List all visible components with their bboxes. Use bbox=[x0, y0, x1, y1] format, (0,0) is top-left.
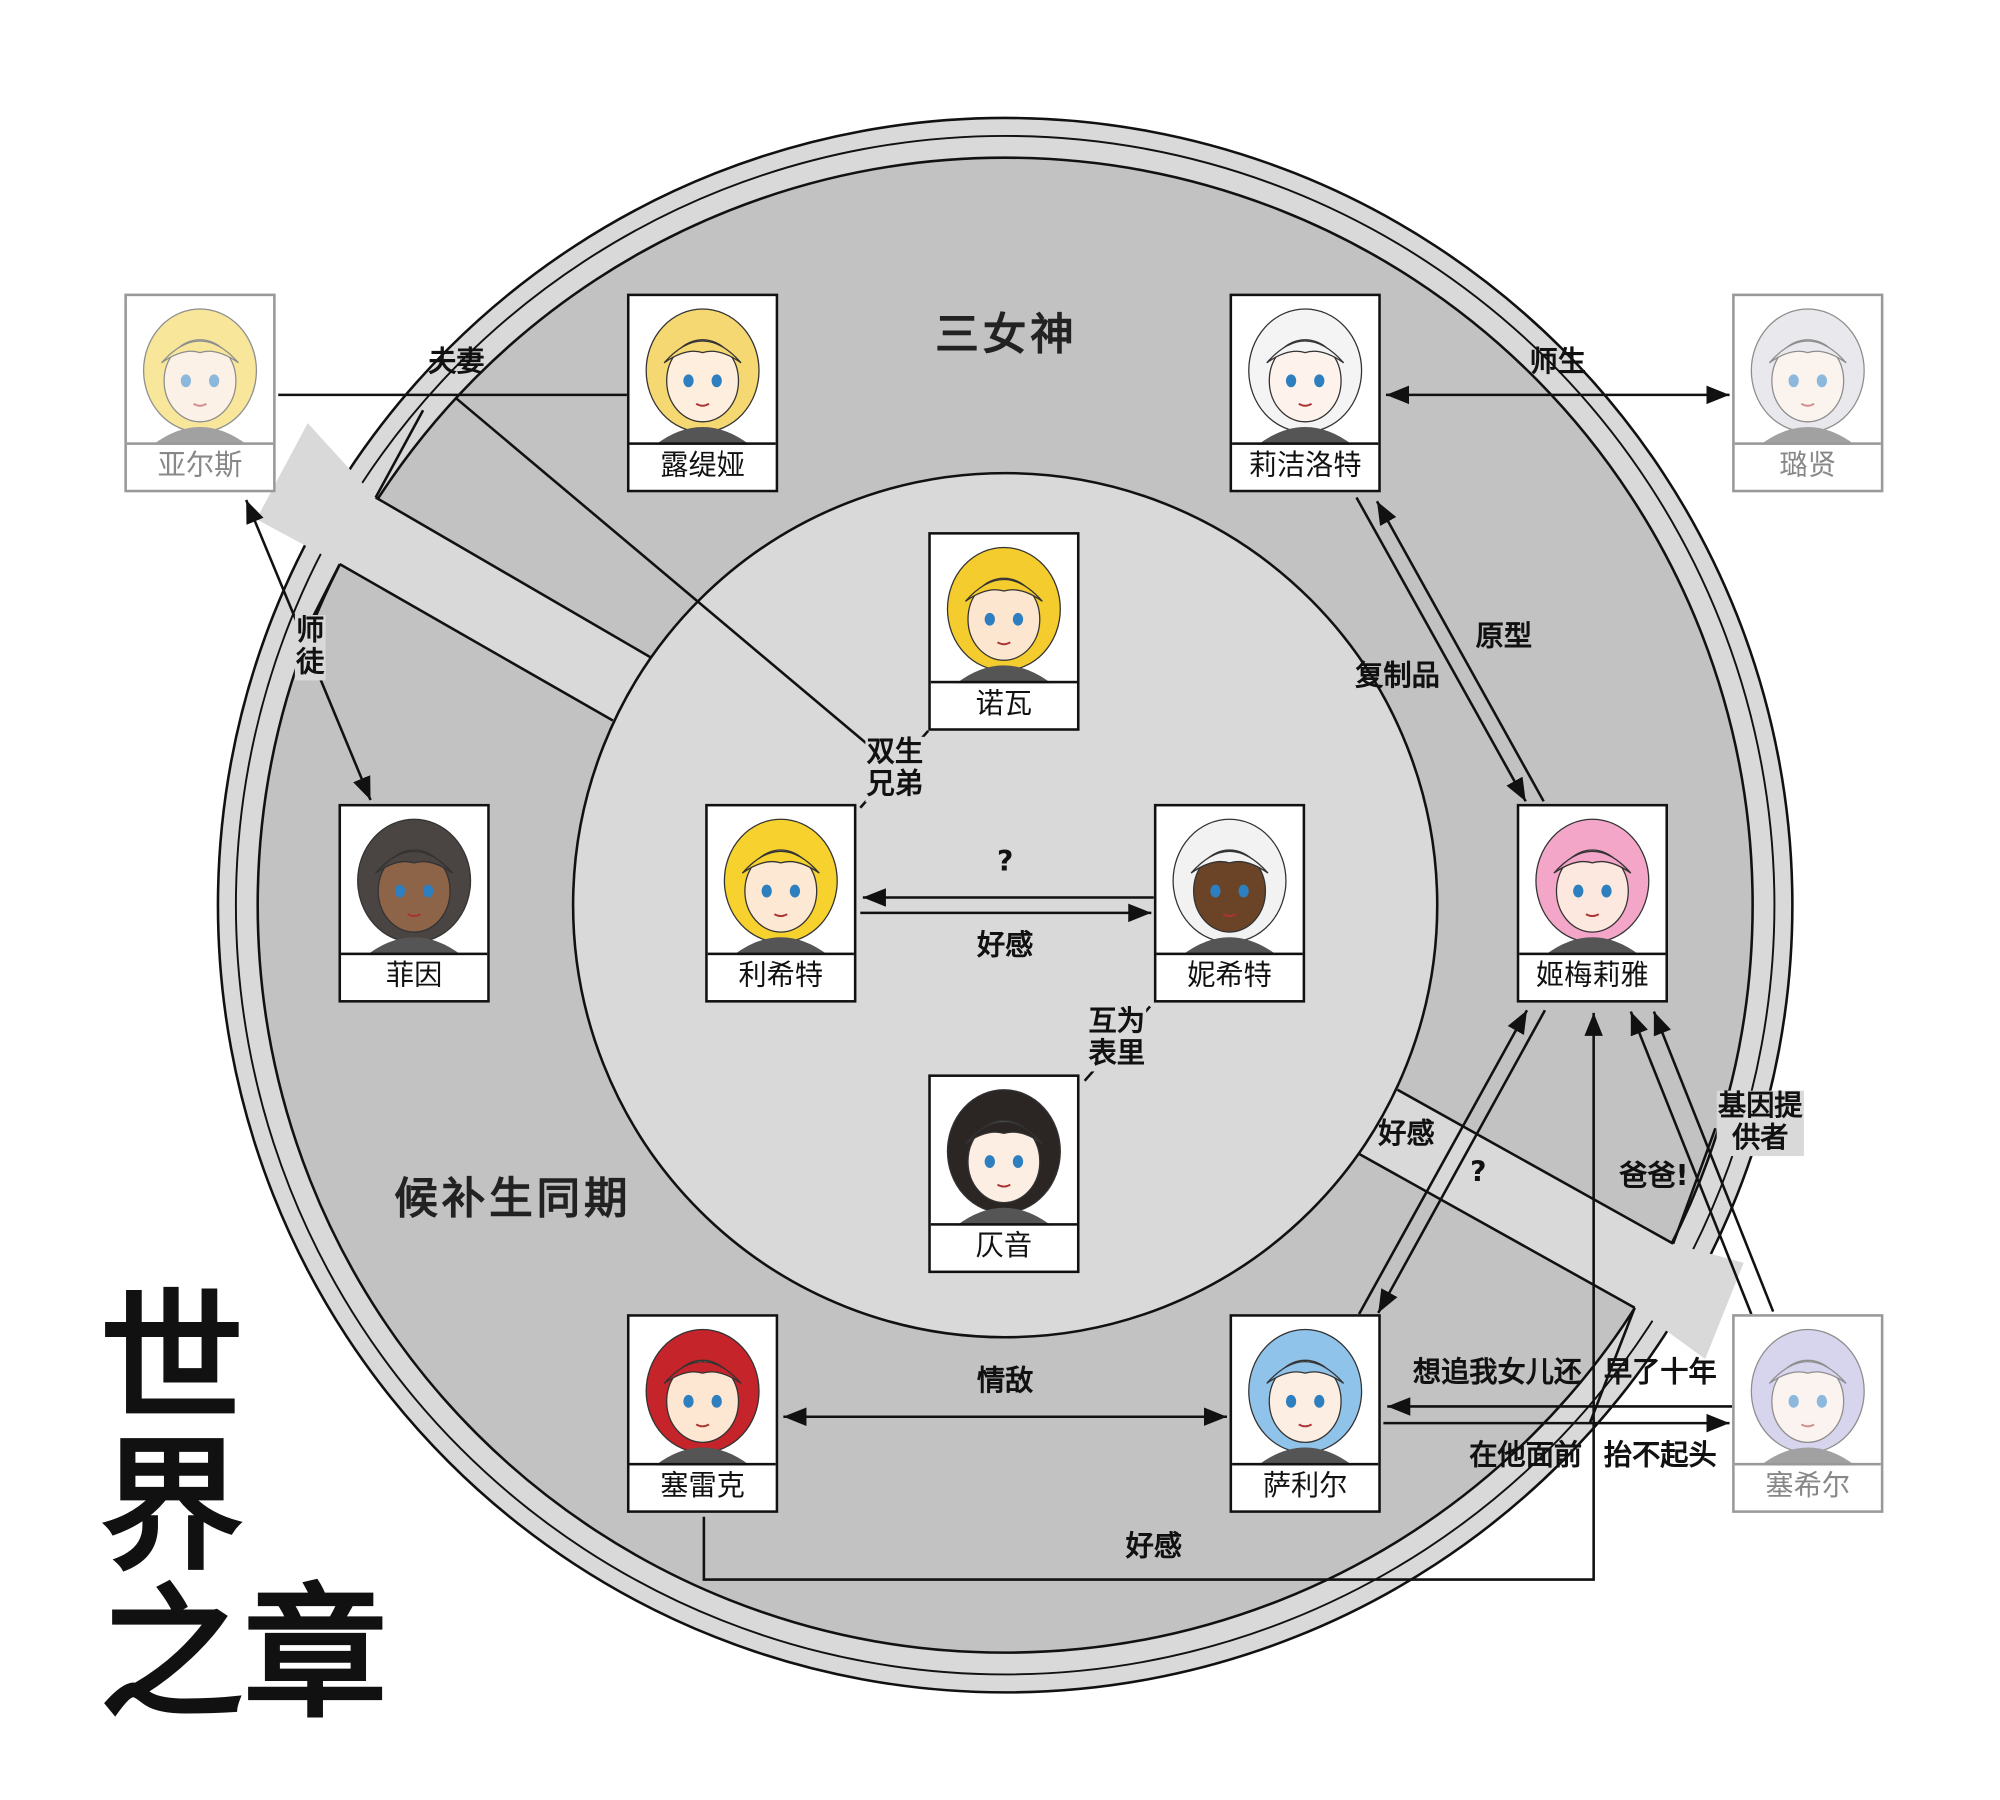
portrait-lijieluote bbox=[1232, 296, 1378, 445]
character-card-saixier: 塞希尔 bbox=[1732, 1314, 1884, 1513]
portrait-ars bbox=[127, 296, 273, 445]
character-card-zeyin: 仄音 bbox=[928, 1074, 1080, 1274]
character-name: 塞雷克 bbox=[629, 1462, 776, 1510]
portrait-saixier bbox=[1735, 1317, 1881, 1466]
portrait-nixite bbox=[1156, 806, 1302, 956]
portrait-jimeiliya bbox=[1519, 806, 1665, 956]
label-zhui-2: 早了十年 bbox=[1603, 1356, 1717, 1389]
inner-circle bbox=[571, 471, 1439, 1339]
portrait-lutia bbox=[630, 296, 776, 445]
line-yuanxing bbox=[1375, 500, 1545, 802]
character-name: 露缇娅 bbox=[629, 442, 776, 489]
label-q1: ? bbox=[996, 846, 1014, 879]
label-qingdi: 情敌 bbox=[976, 1365, 1034, 1398]
character-name: 菲因 bbox=[341, 952, 488, 1000]
character-name: 莉洁洛特 bbox=[1232, 442, 1379, 489]
portrait-salier bbox=[1232, 1317, 1378, 1466]
label-yuanxing: 原型 bbox=[1475, 620, 1533, 654]
label-shisheng: 师生 bbox=[1529, 346, 1586, 379]
character-card-jimeiliya: 姬梅莉雅 bbox=[1516, 803, 1669, 1003]
title-char-3: 之 bbox=[100, 1570, 244, 1739]
character-card-salier: 萨利尔 bbox=[1229, 1314, 1381, 1513]
line-fuqi bbox=[454, 396, 868, 745]
label-biaoli: 互为表里 bbox=[1087, 1006, 1147, 1071]
portrait-luxian bbox=[1735, 296, 1881, 445]
character-name: 妮希特 bbox=[1156, 952, 1303, 1000]
character-card-lijieluote: 莉洁洛特 bbox=[1229, 293, 1381, 493]
label-q2: ? bbox=[1470, 1156, 1487, 1189]
line-haogan2 bbox=[1357, 1009, 1529, 1315]
character-card-luxian: 璐贤 bbox=[1732, 293, 1884, 493]
character-name: 利希特 bbox=[707, 952, 854, 1000]
portrait-saileike bbox=[630, 1317, 776, 1466]
label-haogan3: 好感 bbox=[1125, 1531, 1183, 1564]
section-goddesses: 三女神 bbox=[935, 309, 1078, 361]
line-haogan3 bbox=[702, 1012, 1603, 1581]
character-card-nuowa: 诺瓦 bbox=[928, 532, 1080, 731]
lower-right-spoke bbox=[1359, 1089, 1744, 1360]
label-fuqi: 夫妻 bbox=[428, 346, 485, 379]
character-card-saileike: 塞雷克 bbox=[626, 1314, 779, 1513]
character-name: 仄音 bbox=[930, 1223, 1077, 1270]
character-card-lutia: 露缇娅 bbox=[626, 293, 779, 493]
character-name: 塞希尔 bbox=[1734, 1462, 1881, 1510]
label-fuzhipin: 复制品 bbox=[1355, 660, 1440, 693]
character-name: 姬梅莉雅 bbox=[1519, 952, 1666, 1000]
character-card-lixite: 利希特 bbox=[705, 803, 857, 1003]
character-card-feiyin: 菲因 bbox=[338, 803, 490, 1003]
title-char-1: 世 bbox=[100, 1275, 244, 1444]
title-char-2: 界 bbox=[100, 1423, 244, 1592]
title-char-4: 章 bbox=[243, 1570, 388, 1739]
label-jiyin: 基因提供者 bbox=[1716, 1090, 1804, 1156]
label-haogan2: 好感 bbox=[1378, 1118, 1435, 1151]
character-name: 璐贤 bbox=[1734, 442, 1881, 489]
line-q2 bbox=[1377, 1009, 1547, 1314]
label-mian-2: 抬不起头 bbox=[1603, 1440, 1717, 1473]
portrait-nuowa bbox=[931, 535, 1077, 684]
label-haogan1: 好感 bbox=[976, 929, 1034, 963]
portrait-feiyin bbox=[341, 806, 487, 956]
line-jiyin bbox=[1652, 1011, 1775, 1313]
label-shitu: 师徒 bbox=[294, 615, 326, 680]
section-cohort: 候补生同期 bbox=[394, 1173, 632, 1226]
portrait-lixite bbox=[708, 806, 854, 956]
character-name: 诺瓦 bbox=[930, 680, 1077, 728]
label-twins: 双生兄弟 bbox=[865, 736, 925, 802]
character-name: 萨利尔 bbox=[1232, 1462, 1379, 1510]
line-fuzhipin bbox=[1355, 496, 1527, 802]
label-zhui-1: 想追我女儿还 bbox=[1412, 1356, 1583, 1389]
upper-left-spoke bbox=[256, 423, 652, 721]
character-name: 亚尔斯 bbox=[126, 442, 274, 489]
line-baba bbox=[1629, 1011, 1753, 1315]
label-mian-1: 在他面前 bbox=[1469, 1440, 1583, 1473]
label-baba: 爸爸! bbox=[1619, 1160, 1689, 1193]
character-card-nixite: 妮希特 bbox=[1153, 803, 1306, 1003]
character-card-ars: 亚尔斯 bbox=[124, 293, 276, 493]
portrait-zeyin bbox=[931, 1077, 1077, 1226]
